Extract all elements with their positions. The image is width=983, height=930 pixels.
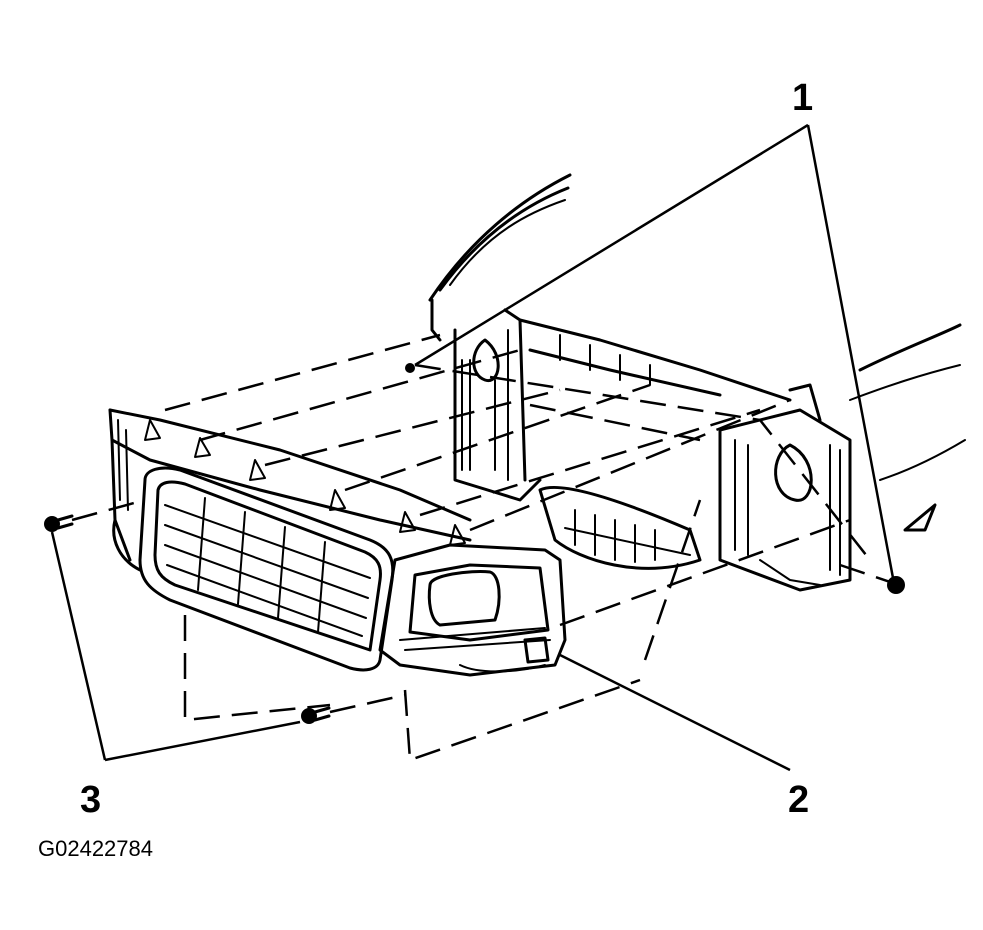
callout-2: 2 [788,779,809,821]
leader-1a [414,123,809,367]
leader-1b [806,124,895,579]
fastener-lower [301,706,331,724]
callout-3: 3 [80,779,101,821]
assembly-lines [71,333,891,762]
fastener-left [44,514,74,532]
fastener-top [405,363,415,373]
leader-3b [104,720,301,762]
leader-3a [50,531,107,761]
leader-2 [559,653,791,772]
fastener-right [887,576,905,594]
leader-lines [50,123,895,772]
body-structure [428,173,966,592]
headlamp-bezel [378,543,567,677]
callout-1: 1 [792,77,813,119]
figure-id: G02422784 [38,836,153,861]
grille-assembly [108,408,472,672]
